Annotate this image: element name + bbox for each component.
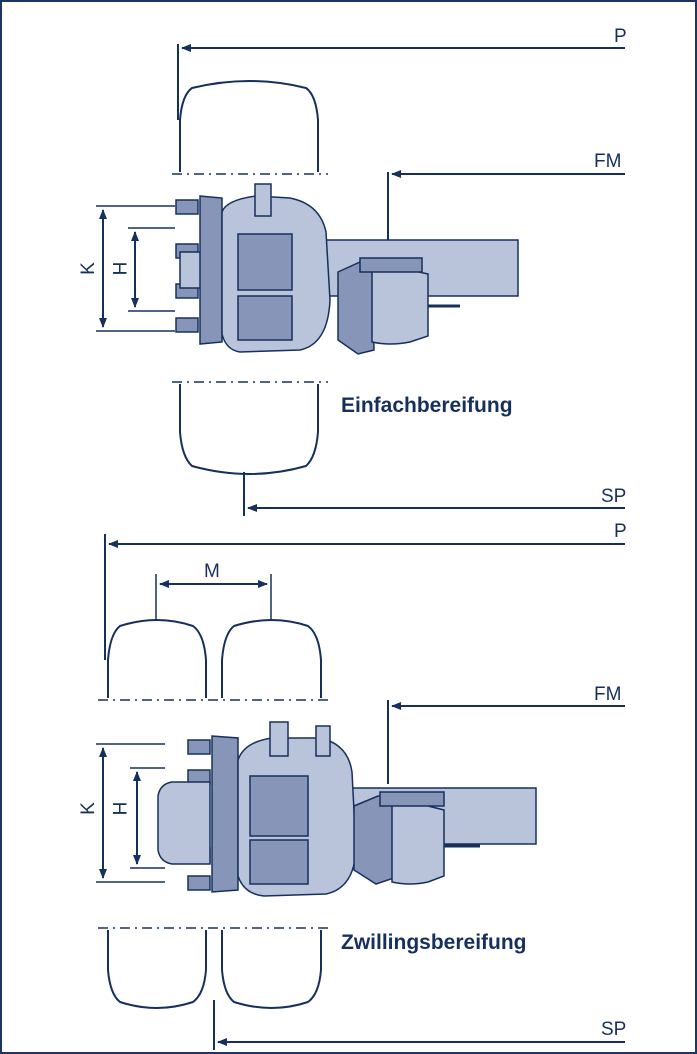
dual-tyre-bottom-right [221, 930, 322, 1009]
hub-top [179, 251, 203, 289]
label-k-bottom: K [77, 802, 99, 815]
axle-assembly-bottom [157, 721, 537, 897]
actuator-bottom [353, 795, 395, 885]
dual-tyre-top-right [221, 619, 322, 698]
axle-assembly-top [175, 183, 519, 355]
actuator-top [337, 261, 375, 355]
chamber-top [371, 264, 429, 345]
label-fm-bottom: FM [594, 684, 622, 705]
caption-single-tyre: Einfachbereifung [341, 394, 513, 417]
caption-dual-tyre: Zwillingsbereifung [341, 931, 527, 954]
tyre-upper-bottom [179, 384, 319, 475]
label-sp-bottom: SP [601, 1019, 627, 1040]
label-m: M [204, 561, 220, 582]
label-k-top: K [77, 262, 99, 275]
tyre-upper-top [179, 80, 319, 172]
hub-bottom [157, 781, 211, 865]
dual-tyre-top-left [107, 619, 207, 698]
label-h-top: H [110, 261, 132, 276]
brake-disc-bottom [211, 735, 239, 893]
brake-disc-top [199, 195, 223, 345]
label-p-bottom: P [614, 521, 627, 542]
label-sp-top: SP [601, 486, 627, 507]
label-fm-top: FM [594, 151, 622, 172]
label-h-bottom: H [110, 801, 132, 816]
dual-tyre-bottom-left [107, 930, 207, 1009]
chamber-bottom [391, 800, 445, 885]
label-p-top: P [614, 26, 627, 47]
